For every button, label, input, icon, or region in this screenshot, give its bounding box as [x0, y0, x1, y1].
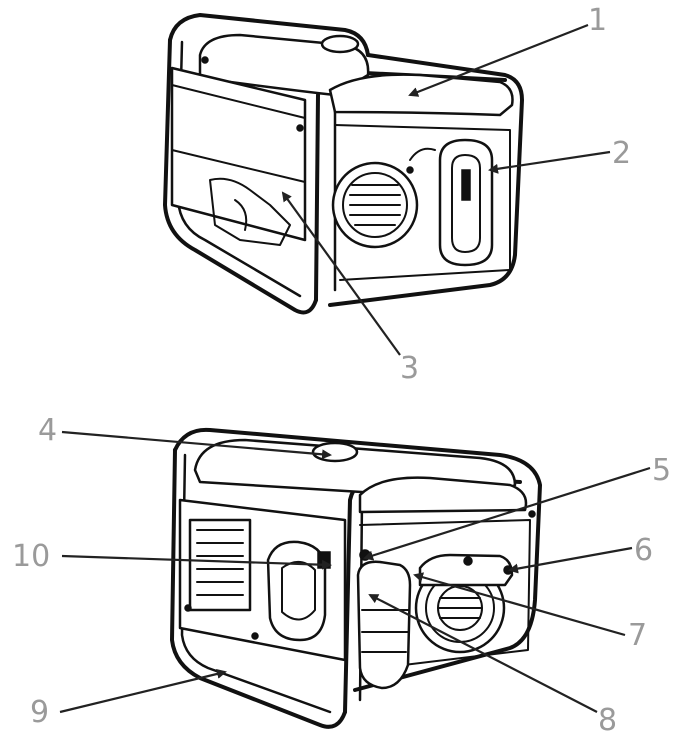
- leader-6: [508, 546, 633, 574]
- callout-10: 10: [12, 539, 50, 574]
- leader-8: [368, 594, 598, 713]
- generator-top-view: [163, 13, 524, 315]
- switch-knob: [359, 549, 371, 561]
- callout-labels: 1 2 3 4 5 6 7 8 9 10: [12, 3, 671, 738]
- callout-9: 9: [30, 695, 49, 730]
- fuel-tank-top: [198, 33, 514, 117]
- muffler-top: [438, 138, 494, 267]
- fuel-cap-bottom: [311, 441, 359, 463]
- leader-4: [61, 430, 332, 460]
- leader-5: [363, 466, 651, 561]
- callout-2: 2: [612, 136, 631, 171]
- callout-3: 3: [400, 351, 419, 386]
- callout-1: 1: [588, 3, 607, 38]
- muffler-bottom: [266, 540, 327, 642]
- leader-1: [408, 23, 589, 97]
- leader-10: [61, 554, 332, 570]
- fuel-tank-side: [328, 73, 514, 117]
- engine-front: [356, 510, 536, 690]
- leader-9: [59, 669, 227, 714]
- callout-8: 8: [598, 703, 617, 738]
- fuel-cap: [320, 34, 360, 54]
- leader-2: [488, 150, 611, 174]
- left-panel: [170, 56, 307, 246]
- fuel-tank-bottom: [193, 438, 528, 514]
- leader-7: [413, 572, 626, 637]
- leader-3: [281, 191, 401, 356]
- engine-rear: [331, 124, 511, 281]
- leader-lines: [59, 23, 651, 714]
- callout-7: 7: [628, 618, 647, 653]
- callout-4: 4: [38, 413, 57, 448]
- callout-6: 6: [634, 533, 653, 568]
- generator-bottom-view: [170, 427, 542, 729]
- control-panel: [178, 498, 347, 662]
- fuel-tank-engine: [356, 560, 412, 690]
- callout-5: 5: [652, 453, 671, 488]
